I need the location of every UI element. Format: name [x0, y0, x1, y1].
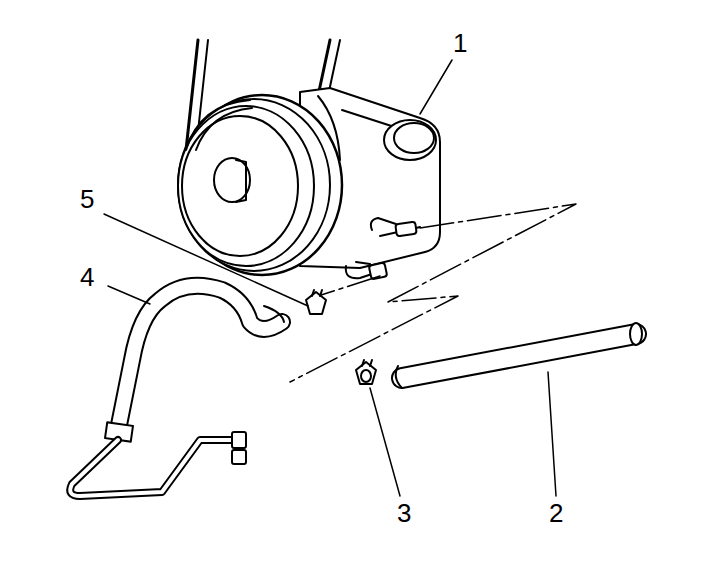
callout-number: 4	[78, 264, 96, 290]
callout-number: 5	[78, 186, 96, 212]
callout-number: 3	[395, 500, 413, 526]
callout-number: 1	[451, 30, 469, 56]
callout-number: 2	[547, 500, 565, 526]
